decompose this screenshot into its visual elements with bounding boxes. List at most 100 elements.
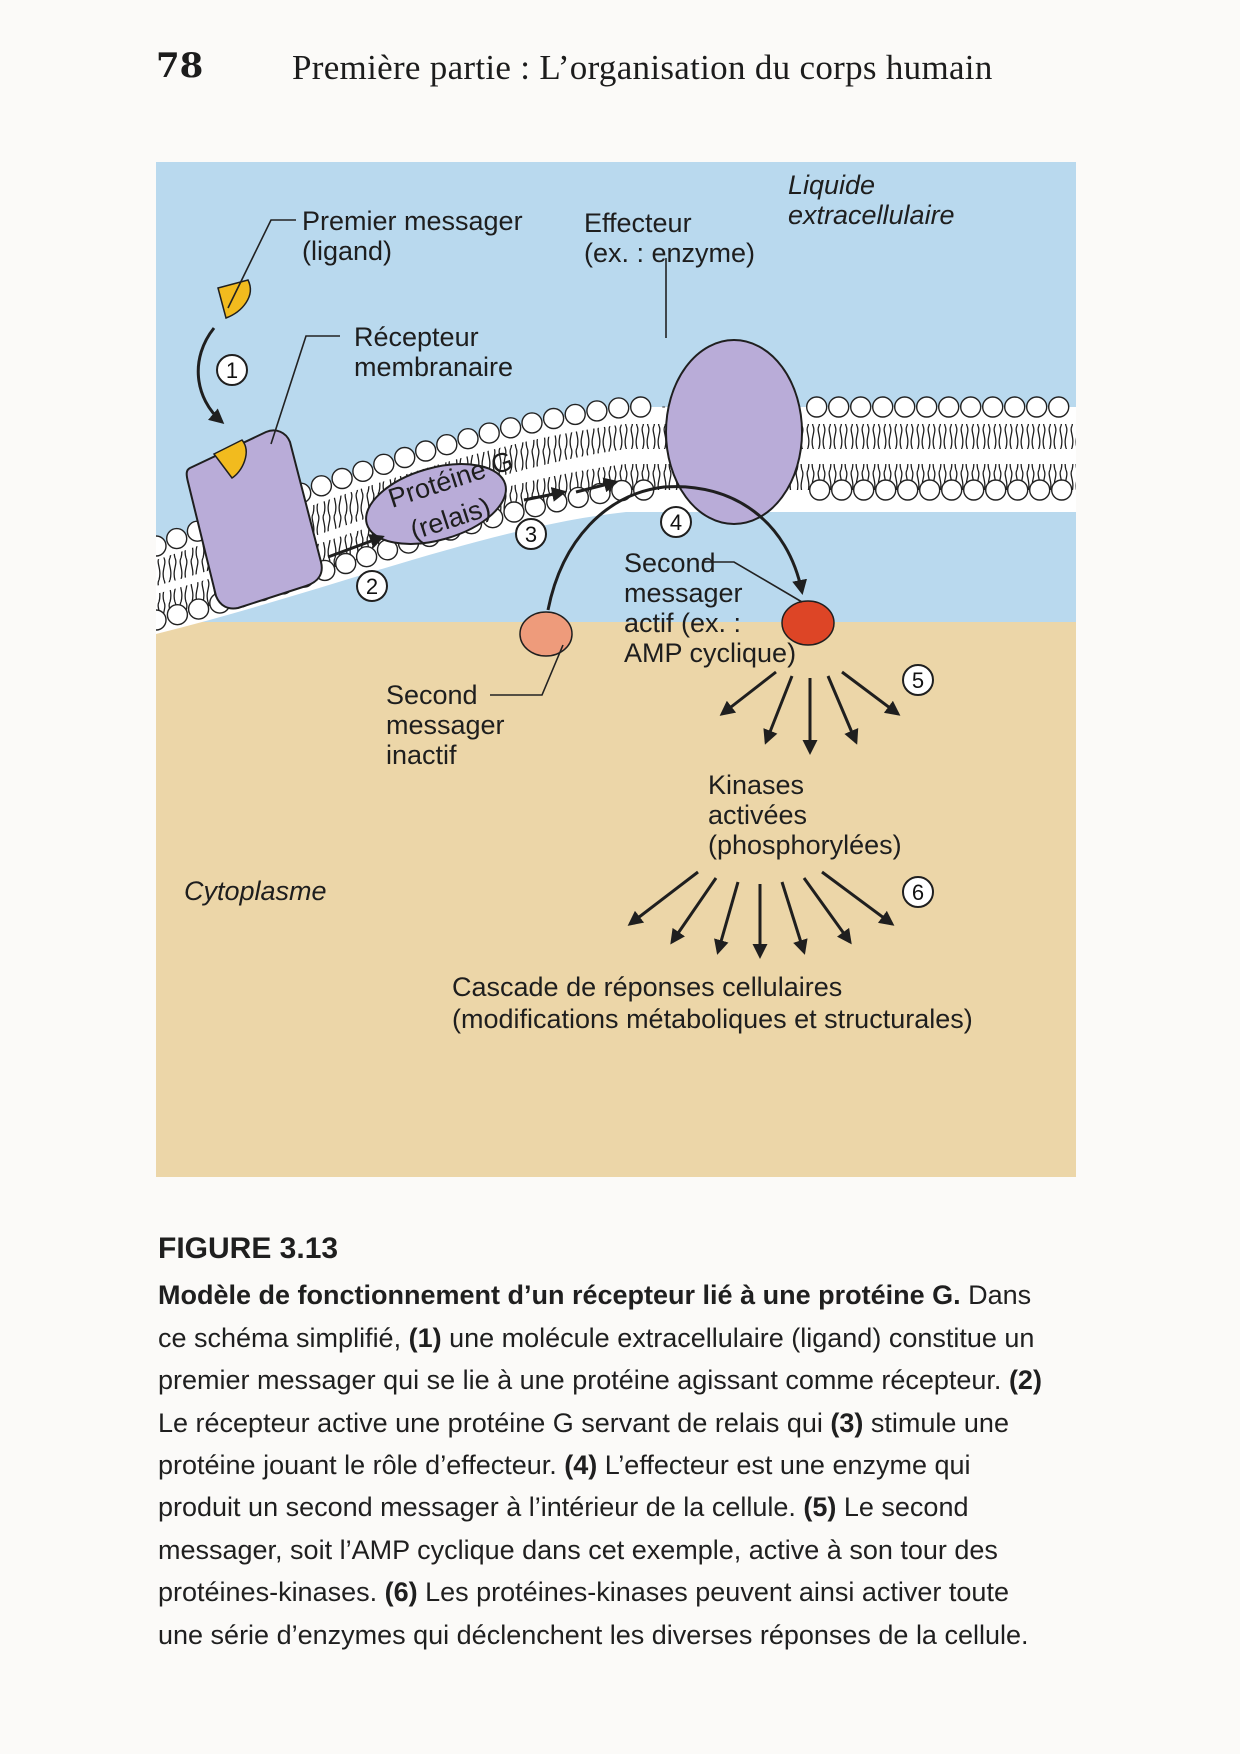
ligand-bound-icon xyxy=(212,439,247,479)
svg-text:1: 1 xyxy=(226,358,238,383)
phospholipid-head-icon xyxy=(850,396,872,418)
phospholipid-head-icon xyxy=(941,479,963,501)
running-title: Première partie : L’organisation du corp… xyxy=(292,48,993,87)
active-second-messenger-label-4: AMP cyclique) xyxy=(624,638,796,668)
step-4-marker: 4 xyxy=(660,506,692,538)
phospholipid-head-icon xyxy=(960,396,982,418)
phospholipid-head-icon xyxy=(542,407,565,430)
inactive-second-messenger-label-1: Second xyxy=(386,680,478,710)
phospholipid-head-icon xyxy=(806,396,828,418)
kinases-label-3: (phosphorylées) xyxy=(708,830,902,860)
figure-diagram: Protéine G (relais) 1 2 3 4 5 6 Premier … xyxy=(156,162,1076,1177)
phospholipid-head-icon xyxy=(499,417,522,439)
phospholipid-head-icon xyxy=(1029,479,1051,501)
phospholipid-head-icon xyxy=(630,396,652,418)
phospholipid-head-icon xyxy=(831,479,853,501)
svg-text:3: 3 xyxy=(525,522,537,547)
phospholipid-head-icon xyxy=(478,422,500,444)
caption-text: Les protéines-kinases peuvent ainsi acti… xyxy=(158,1577,1029,1650)
effector-sublabel: (ex. : enzyme) xyxy=(584,238,755,268)
caption-text: Le récepteur active une protéine G serva… xyxy=(158,1407,831,1438)
svg-text:6: 6 xyxy=(912,880,924,905)
caption-step-ref: (2) xyxy=(1008,1365,1042,1396)
step-6-marker: 6 xyxy=(902,876,934,908)
page-header: 78 Première partie : L’organisation du c… xyxy=(150,44,1070,104)
inactive-second-messenger-label-2: messager xyxy=(386,710,505,740)
second-messenger-active xyxy=(781,600,835,646)
phospholipid-head-icon xyxy=(872,396,894,418)
phospholipid-head-icon xyxy=(393,446,416,469)
phospholipid-head-icon xyxy=(586,400,608,422)
phospholipid-head-icon xyxy=(1048,396,1070,418)
phospholipid-head-icon xyxy=(352,460,374,482)
figure-caption: FIGURE 3.13 Modèle de fonctionnement d’u… xyxy=(158,1228,1058,1656)
caption-text: stimule une protéine jouant le rôle d’ef… xyxy=(158,1407,1009,1481)
cascade-sublabel: (modifications métaboliques et structura… xyxy=(452,1004,973,1034)
inactive-second-messenger-label-3: inactif xyxy=(386,740,457,770)
phospholipid-head-icon xyxy=(853,479,875,501)
cascade-label: Cascade de réponses cellulaires xyxy=(452,972,842,1002)
caption-text: une molécule extracellulaire (ligand) co… xyxy=(158,1322,1035,1396)
caption-step-ref: (3) xyxy=(830,1407,864,1438)
caption-step-ref: (1) xyxy=(408,1322,442,1353)
step-1-marker: 1 xyxy=(216,354,248,386)
phospholipid-head-icon xyxy=(521,412,543,434)
phospholipid-head-icon xyxy=(875,479,897,501)
phospholipid-head-icon xyxy=(1007,479,1029,501)
phospholipid-head-icon xyxy=(334,552,357,575)
extracellular-label: Liquide xyxy=(788,170,875,200)
ligand-free-icon xyxy=(217,279,251,319)
phospholipid-head-icon xyxy=(436,434,458,456)
receptor-label: Récepteur xyxy=(354,322,479,352)
active-second-messenger-label-3: actif (ex. : xyxy=(624,608,741,638)
phospholipid-head-icon xyxy=(938,396,960,418)
caption-step-ref: (4) xyxy=(564,1450,598,1481)
active-second-messenger-label-1: Second xyxy=(624,548,716,578)
kinases-label-1: Kinases xyxy=(708,770,804,800)
step-5-marker: 5 xyxy=(902,664,934,696)
phospholipid-head-icon xyxy=(156,609,167,631)
phospholipid-head-icon xyxy=(963,479,985,501)
phospholipid-head-icon xyxy=(897,479,919,501)
caption-step-ref: (6) xyxy=(384,1577,418,1608)
effector-label: Effecteur xyxy=(584,208,692,238)
svg-text:2: 2 xyxy=(366,574,378,599)
extracellular-sublabel: extracellulaire xyxy=(788,200,955,230)
phospholipid-head-icon xyxy=(457,428,479,450)
phospholipid-head-icon xyxy=(415,440,437,462)
phospholipid-head-icon xyxy=(894,396,916,418)
phospholipid-head-icon xyxy=(564,403,586,426)
caption-title: Modèle de fonctionnement d’un récepteur … xyxy=(158,1280,961,1311)
cascade-arrows xyxy=(627,870,895,959)
phospholipid-head-icon xyxy=(809,479,831,501)
step-3-marker: 3 xyxy=(515,518,547,550)
phospholipid-head-icon xyxy=(916,396,938,418)
phospholipid-head-icon xyxy=(331,467,353,490)
caption-text: Le second messager, soit l’AMP cyclique … xyxy=(158,1492,998,1608)
step-2-marker: 2 xyxy=(356,570,388,602)
phospholipid-head-icon xyxy=(567,486,589,509)
membrane-receptor xyxy=(185,429,323,610)
caption-text: Dans ce schéma simplifié, xyxy=(158,1280,1032,1353)
receptor-sublabel: membranaire xyxy=(354,352,513,382)
g-protein xyxy=(365,463,507,545)
phospholipid-head-icon xyxy=(166,527,188,550)
kinases-label-2: activées xyxy=(708,800,807,830)
phospholipid-head-icon xyxy=(919,479,941,501)
figure-number: FIGURE 3.13 xyxy=(158,1232,339,1265)
kinase-activation-arrows xyxy=(719,670,901,755)
active-second-messenger-label-2: messager xyxy=(624,578,743,608)
phospholipid-head-icon xyxy=(355,546,378,568)
first-messenger-label: Premier messager xyxy=(302,206,523,236)
phospholipid-head-icon xyxy=(982,396,1004,418)
second-messenger-inactive xyxy=(519,611,573,657)
phospholipid-head-icon xyxy=(187,598,210,620)
caption-step-ref: (5) xyxy=(803,1492,837,1523)
phospholipid-head-icon xyxy=(156,535,167,557)
first-messenger-sublabel: (ligand) xyxy=(302,236,392,266)
svg-text:5: 5 xyxy=(912,668,924,693)
phospholipid-head-icon xyxy=(373,453,395,475)
phospholipid-head-icon xyxy=(985,479,1007,501)
caption-text: L’effecteur est une enzyme qui produit u… xyxy=(158,1450,971,1523)
phospholipid-head-icon xyxy=(1051,479,1073,501)
